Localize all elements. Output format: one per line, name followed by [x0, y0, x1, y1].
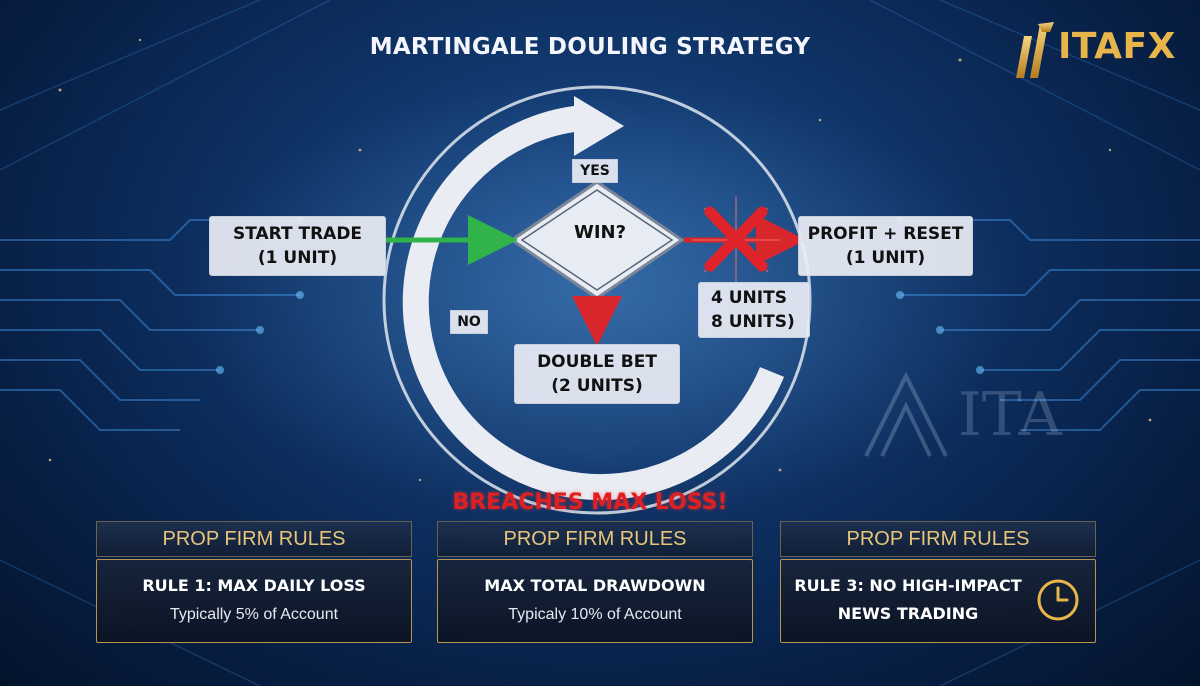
rule-1-header: PROP FIRM RULES: [96, 521, 412, 557]
rule-3-title-line2: NEWS TRADING: [837, 604, 979, 623]
breach-warning: BREACHES MAX LOSS!: [452, 490, 728, 515]
red-x-icon: [692, 196, 780, 286]
profit-reset-box: PROFIT + RESET (1 UNIT): [798, 216, 973, 276]
logo-text: ITAFX: [1058, 26, 1176, 67]
rule-1-title: RULE 1: MAX DAILY LOSS: [142, 576, 366, 595]
rule-2-title: MAX TOTAL DRAWDOWN: [484, 576, 706, 595]
watermark-book-icon: [864, 371, 948, 457]
double-bet-units: (2 UNITS): [551, 376, 643, 396]
profit-reset-units: (1 UNIT): [845, 248, 926, 268]
rule-2-card: MAX TOTAL DRAWDOWN Typicaly 10% of Accou…: [437, 559, 753, 643]
outer-ring: [382, 85, 812, 515]
double-bet-box: DOUBLE BET (2 UNITS): [514, 344, 680, 404]
escalation-line1: 4 UNITS: [711, 288, 787, 308]
clock-icon: [1037, 579, 1079, 621]
yes-label: YES: [572, 159, 618, 183]
rule-3-title-line1: RULE 3: NO HIGH-IMPACT: [794, 576, 1022, 595]
start-trade-label: START TRADE: [232, 224, 363, 244]
decision-label: WIN?: [573, 222, 627, 243]
itafx-logo-mark-icon: [1016, 22, 1054, 78]
escalation-line2: 8 UNITS): [711, 312, 795, 332]
double-bet-label: DOUBLE BET: [537, 352, 657, 372]
cycle-arrowhead: [574, 96, 624, 156]
start-trade-box: START TRADE (1 UNIT): [209, 216, 386, 276]
no-label: NO: [450, 310, 488, 334]
escalation-box: 4 UNITS 8 UNITS): [698, 282, 810, 338]
diagram-title: MARTINGALE DOULING STRATEGY: [369, 34, 811, 60]
rule-1-card: RULE 1: MAX DAILY LOSS Typically 5% of A…: [96, 559, 412, 643]
rule-2-subtitle: Typicaly 10% of Account: [508, 606, 682, 623]
rule-1-subtitle: Typically 5% of Account: [169, 606, 339, 623]
rule-3-card: RULE 3: NO HIGH-IMPACT NEWS TRADING: [780, 559, 1096, 643]
rule-2-header: PROP FIRM RULES: [437, 521, 753, 557]
profit-reset-label: PROFIT + RESET: [807, 224, 964, 244]
cycle-arrow: [402, 105, 785, 501]
start-trade-units: (1 UNIT): [257, 248, 338, 268]
rule-3-header: PROP FIRM RULES: [780, 521, 1096, 557]
watermark-text: ITA: [958, 380, 1062, 450]
